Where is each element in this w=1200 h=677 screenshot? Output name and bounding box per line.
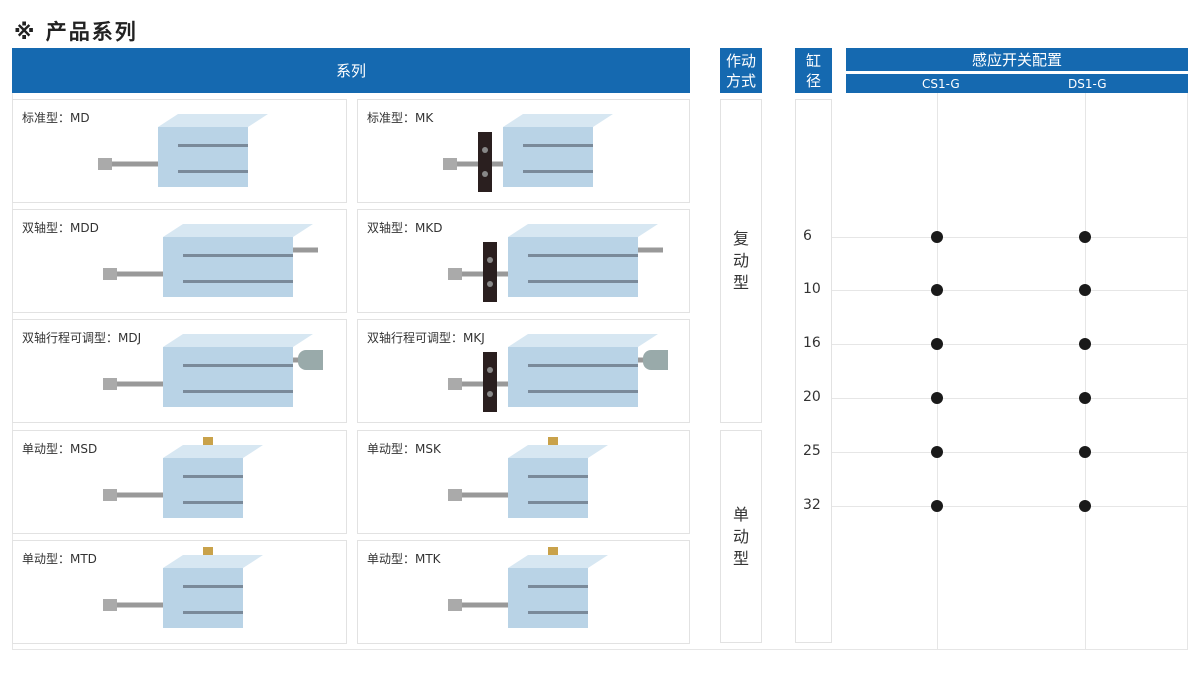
product-label: 双轴型：MDD [22,221,99,235]
cs1g-available-dot [931,392,943,404]
product-label: 单动型：MSK [367,442,441,456]
bore-header-line: 径 [805,71,821,90]
bore-size: 25 [803,443,821,459]
action-char: 复 [732,229,749,248]
switch-types-row: CS1-G DS1-G [846,74,1188,93]
action-header: 作动方式 [720,48,762,93]
action-label: 复动型 [721,228,761,294]
bore-header: 缸径 [795,48,832,93]
product-label: 双轴行程可调型：MDJ [22,331,142,345]
switch-type-ds1g: DS1-G [1068,76,1107,91]
product-card-mkj[interactable]: 双轴行程可调型：MKJ [357,319,690,423]
action-char: 动 [732,526,749,546]
action-header-line: 方式 [725,71,756,90]
bore-row-line [832,237,1188,238]
cylinder-image [448,334,668,412]
bore-size: 20 [803,389,821,405]
ds1g-available-dot [1079,231,1091,243]
cylinder-image [448,437,608,518]
ds1g-available-dot [1079,500,1091,512]
product-card-mkd[interactable]: 双轴型：MKD [357,209,690,313]
bore-row-line [832,506,1188,507]
product-card-mk[interactable]: 标准型：MK [357,99,690,203]
cs1g-available-dot [931,500,943,512]
product-label: 单动型：MTD [22,552,97,566]
product-card-mdj[interactable]: 双轴行程可调型：MDJ [12,319,347,423]
cylinder-image [103,437,263,518]
product-label: 标准型：MD [22,111,90,125]
product-label: 标准型：MK [367,111,434,125]
product-card-mtk[interactable]: 单动型：MTK [357,540,690,644]
cylinder-image [103,334,323,407]
cylinder-image [98,114,268,187]
cylinder-image [103,547,263,628]
switch-header: 感应开关配置 [846,48,1188,71]
product-label: 双轴型：MKD [367,221,443,235]
cs1g-available-dot [931,446,943,458]
series-header: 系列 [12,48,690,93]
bore-size: 6 [803,228,812,244]
action-cell-single: 单动型 [720,430,762,643]
bore-row-line [832,344,1188,345]
product-card-msd[interactable]: 单动型：MSD [12,430,347,534]
ds1g-available-dot [1079,392,1091,404]
bore-row-line [832,290,1188,291]
switch-type-cs1g: CS1-G [922,76,960,91]
page-title: ※ 产品系列 [14,20,138,44]
cylinder-image [103,224,318,297]
column-line-cs1g [937,93,938,650]
cylinder-image [448,547,608,628]
bore-row-line [832,452,1188,453]
product-card-msk[interactable]: 单动型：MSK [357,430,690,534]
cylinder-image [443,114,613,192]
cs1g-available-dot [931,284,943,296]
product-label: 双轴行程可调型：MKJ [367,331,485,345]
cs1g-available-dot [931,231,943,243]
ds1g-available-dot [1079,284,1091,296]
ds1g-available-dot [1079,338,1091,350]
product-card-md[interactable]: 标准型：MD [12,99,347,203]
bore-row-line [832,398,1188,399]
action-char: 动 [732,251,749,270]
bore-cell [795,99,832,643]
product-card-mtd[interactable]: 单动型：MTD [12,540,347,644]
bore-size: 32 [803,497,821,513]
product-label: 单动型：MSD [22,442,98,456]
action-char: 型 [732,548,749,568]
bore-header-line: 缸 [805,51,821,70]
product-card-mdd[interactable]: 双轴型：MDD [12,209,347,313]
bore-size: 16 [803,335,821,351]
action-label: 单动型 [721,504,761,570]
action-header-line: 作动 [725,51,756,70]
ds1g-available-dot [1079,446,1091,458]
product-label: 单动型：MTK [367,552,441,566]
bore-size: 10 [803,281,821,297]
action-cell-double: 复动型 [720,99,762,423]
action-char: 型 [732,273,749,292]
cs1g-available-dot [931,338,943,350]
cylinder-image [448,224,663,302]
column-line-ds1g [1085,93,1086,650]
action-char: 单 [732,504,749,524]
